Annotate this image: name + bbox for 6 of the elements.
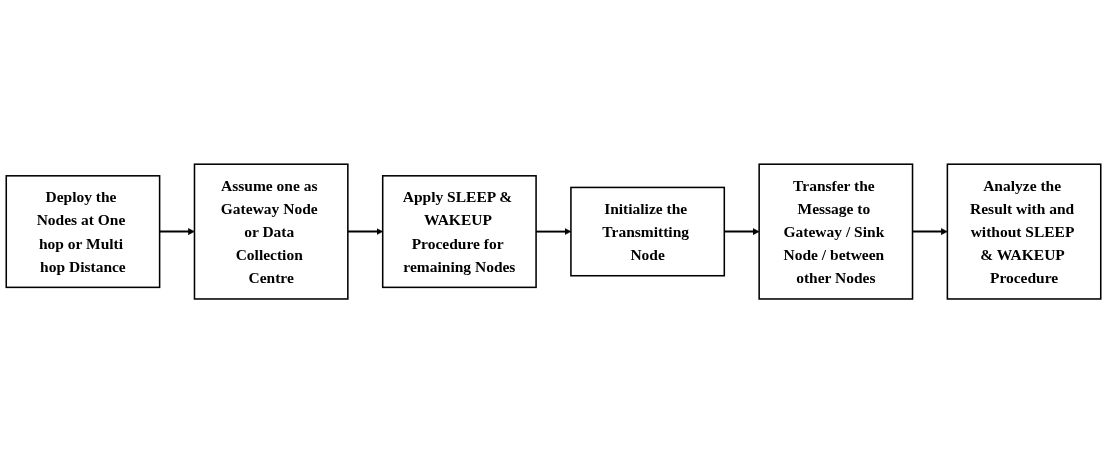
node-box: Apply SLEEP & WAKEUP Procedure for remaining Nodes xyxy=(381,175,537,289)
node-box: Deploy the Nodes at One hop or Multi hop Distance xyxy=(5,175,161,289)
node-box: Initialize the Transmitting Node xyxy=(570,187,726,277)
node-box: Transfer the Message to Gateway / Sink Node / between other Nodes xyxy=(758,163,914,301)
node-box: Analyze the Result with and without SLEEP & WAKEUP Procedure xyxy=(946,163,1102,301)
node-box: Assume one as Gateway Node or Data Collection Centre xyxy=(193,163,349,301)
